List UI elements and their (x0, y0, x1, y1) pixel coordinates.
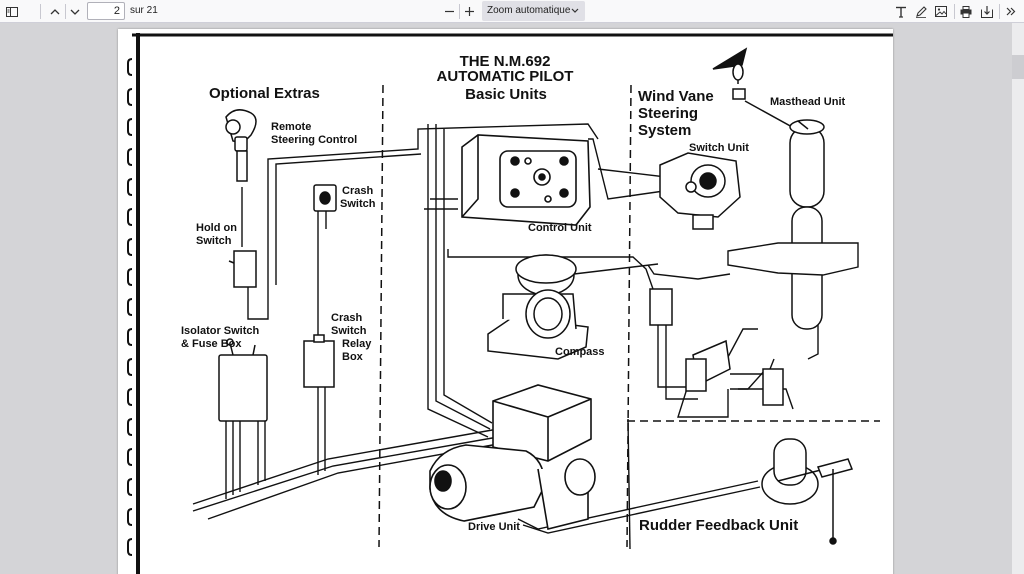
printer-icon[interactable] (958, 0, 974, 23)
label-remote-1: Remote (271, 121, 311, 133)
chevron-up-icon[interactable] (47, 0, 63, 23)
rudder-feedback-unit (761, 438, 854, 545)
label-relay-3: Relay (342, 338, 372, 350)
deck (727, 242, 859, 276)
toolbar-divider (40, 4, 41, 19)
sidebar-toggle-icon[interactable] (3, 0, 21, 23)
isolator-fuse-box (218, 338, 268, 422)
label-switch-unit: Switch Unit (689, 142, 749, 154)
label-relay-2: Switch (331, 325, 367, 337)
toolbar-divider (459, 4, 460, 19)
zoom-select[interactable]: Zoom automatique (482, 1, 585, 21)
label-hold-on-2: Switch (196, 235, 232, 247)
toolbar-divider (65, 4, 66, 19)
text-tool-icon[interactable] (893, 0, 909, 23)
pen-icon[interactable] (913, 0, 929, 23)
pdf-page: THE N.M.692 AUTOMATIC PILOT Basic Units … (118, 29, 893, 574)
section-dividers (378, 84, 880, 548)
vertical-scrollbar[interactable] (1012, 23, 1024, 574)
label-remote-2: Steering Control (271, 134, 357, 146)
chevron-down-icon[interactable] (67, 0, 83, 23)
label-compass: Compass (555, 346, 605, 358)
download-icon[interactable] (979, 0, 995, 23)
page-count-label: sur 21 (130, 5, 158, 16)
title-line-2: AUTOMATIC PILOT (437, 68, 574, 85)
section-rudder-feedback: Rudder Feedback Unit (639, 517, 798, 534)
drive-unit (429, 384, 596, 530)
label-relay-1: Crash (331, 312, 362, 324)
hold-on-switch (228, 250, 257, 288)
section-wind-vane-1: Wind Vane (638, 88, 714, 105)
title-line-1: THE N.M.692 (460, 53, 551, 70)
binding-edge (127, 33, 893, 574)
zoom-value: Zoom automatique (487, 5, 571, 16)
toolbar-divider (999, 4, 1000, 19)
section-wind-vane-3: System (638, 122, 691, 139)
compass (487, 254, 589, 360)
toolbar-divider (954, 4, 955, 19)
label-control-unit: Control Unit (528, 222, 592, 234)
label-drive-unit: Drive Unit (468, 521, 520, 533)
title-line-3: Basic Units (465, 86, 547, 103)
pdf-toolbar: sur 21 Zoom automatique (0, 0, 1024, 23)
label-isolator-1: Isolator Switch (181, 325, 260, 337)
remote-steering-control (225, 109, 257, 182)
scrollbar-thumb[interactable] (1012, 55, 1024, 79)
control-unit (461, 134, 591, 226)
minus-icon[interactable] (442, 0, 456, 23)
crash-switch (313, 184, 337, 212)
document-viewer[interactable]: THE N.M.692 AUTOMATIC PILOT Basic Units … (0, 23, 1012, 574)
double-chevron-icon[interactable] (1003, 0, 1019, 23)
label-hold-on-1: Hold on (196, 222, 237, 234)
label-crash-switch-1: Crash (342, 185, 373, 197)
section-optional-extras: Optional Extras (209, 85, 320, 102)
junction-boxes (649, 288, 784, 406)
label-masthead-unit: Masthead Unit (770, 96, 846, 108)
label-crash-switch-2: Switch (340, 198, 376, 210)
section-wind-vane-2: Steering (638, 105, 698, 122)
plus-icon[interactable] (462, 0, 476, 23)
chevron-down-icon (571, 4, 579, 22)
page-number-input[interactable] (87, 2, 125, 20)
label-isolator-2: & Fuse Box (181, 338, 242, 350)
crash-switch-relay-box (303, 334, 335, 388)
image-icon[interactable] (933, 0, 949, 23)
wiring-diagram: THE N.M.692 AUTOMATIC PILOT Basic Units … (127, 33, 893, 574)
switch-unit (659, 152, 741, 230)
label-relay-4: Box (342, 351, 364, 363)
